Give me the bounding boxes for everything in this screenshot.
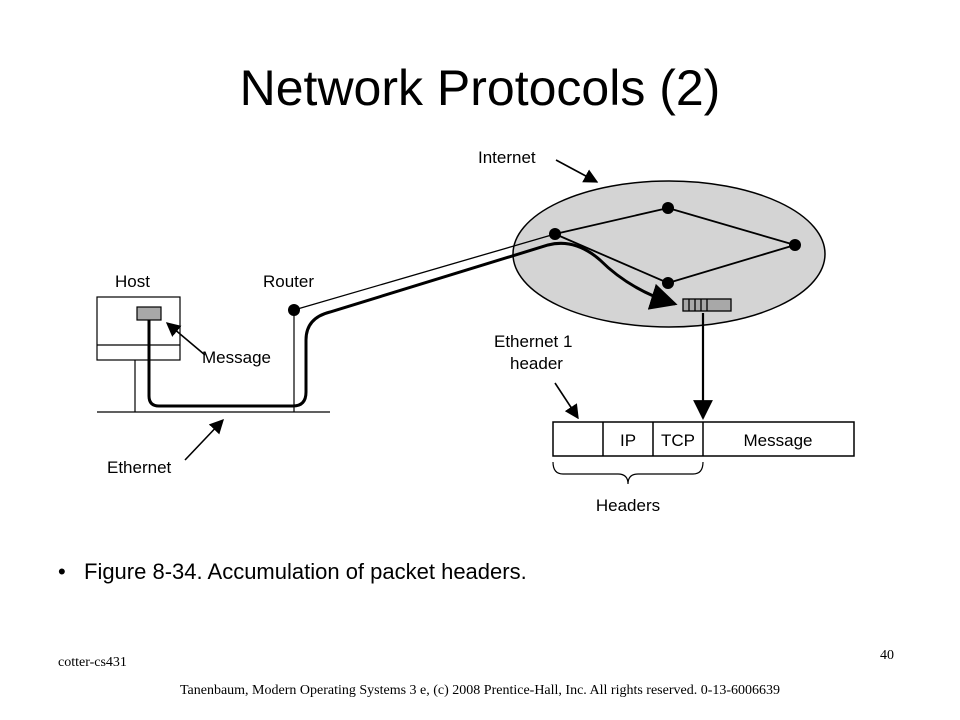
- packet-field-message: Message: [744, 431, 813, 450]
- host-label: Host: [115, 272, 150, 291]
- ethernet-lan: [97, 310, 330, 413]
- packet-in-transit: [682, 298, 732, 312]
- router-internet-link: [293, 233, 556, 311]
- ethernet-header-label-line1: Ethernet 1: [494, 332, 572, 351]
- host-message-box: [136, 306, 162, 321]
- internet-node: [662, 277, 674, 289]
- page-number: 40: [880, 648, 894, 663]
- internet-label: Internet: [478, 148, 536, 167]
- internet-node: [789, 239, 801, 251]
- internet-cloud: [512, 180, 826, 328]
- caption-bullet: • Figure 8-34. Accumulation of packet hea…: [58, 557, 527, 587]
- router-label: Router: [263, 272, 314, 291]
- footer-course: cotter-cs431: [58, 655, 127, 670]
- caption-text: Figure 8-34. Accumulation of packet head…: [84, 559, 527, 584]
- router-node: [288, 304, 300, 316]
- ethernet-header-label-line2: header: [510, 354, 563, 373]
- headers-label: Headers: [596, 496, 660, 515]
- packet-field-ip: IP: [620, 431, 636, 450]
- packet-field-tcp: TCP: [661, 431, 695, 450]
- copyright-notice: Tanenbaum, Modern Operating Systems 3 e,…: [179, 683, 781, 698]
- internet-links: [554, 207, 796, 284]
- internet-node: [662, 202, 674, 214]
- slide-title: Network Protocols (2): [239, 60, 721, 116]
- message-label: Message: [202, 348, 271, 367]
- packet-layout: [552, 421, 855, 457]
- headers-brace: [552, 461, 704, 485]
- ethernet-label: Ethernet: [107, 458, 172, 477]
- bullet-dot: •: [58, 559, 66, 584]
- message-path: [147, 241, 678, 408]
- pointer-arrows: [165, 159, 599, 461]
